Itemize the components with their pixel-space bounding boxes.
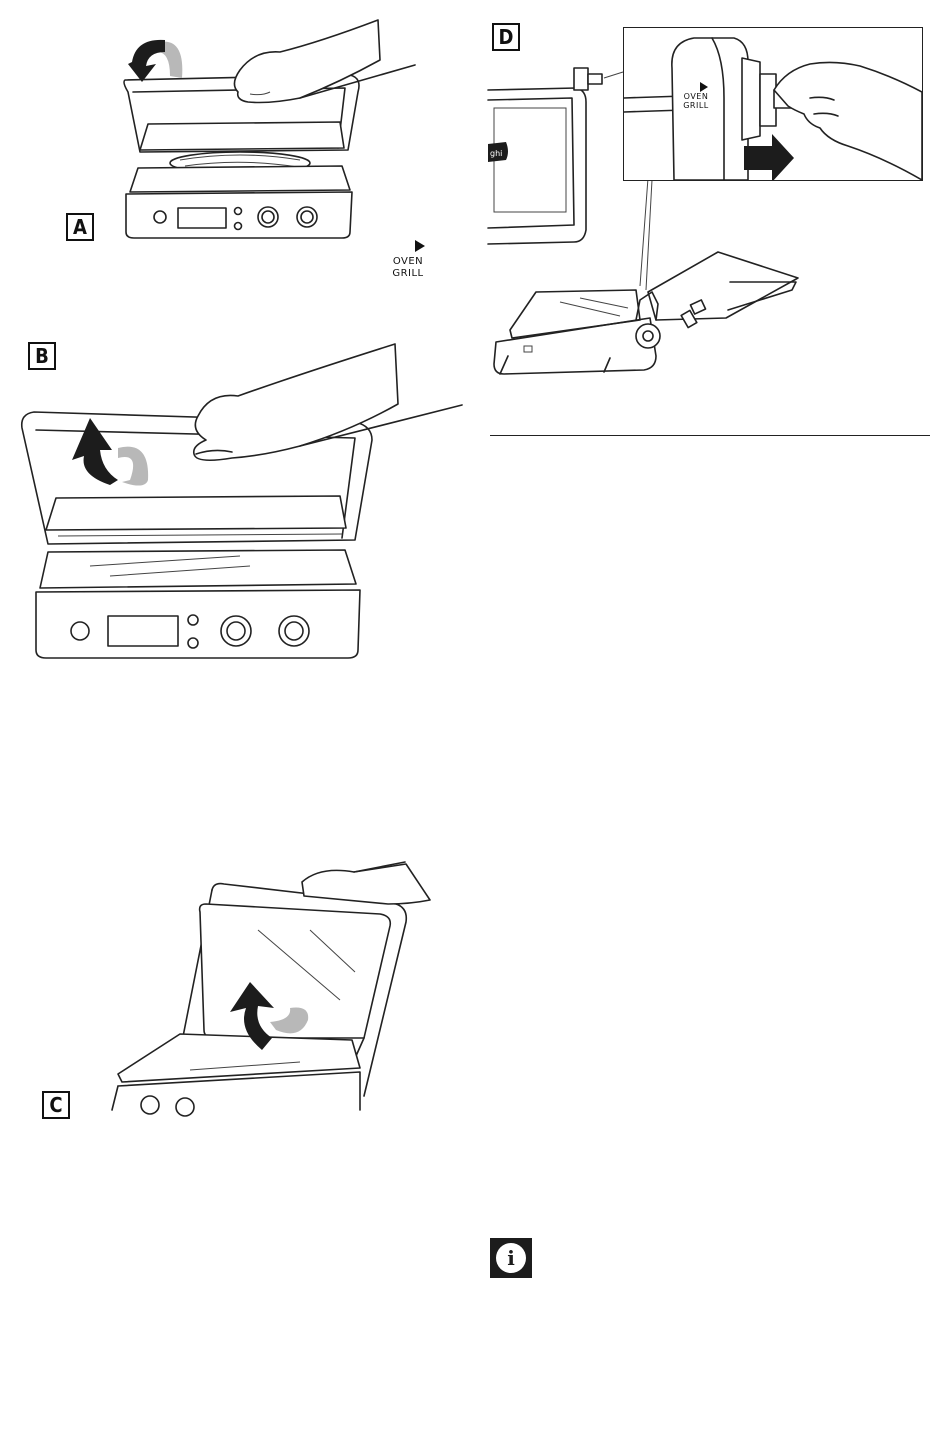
grill-opening-illustration xyxy=(0,330,470,670)
figure-b-label: B xyxy=(28,342,56,370)
detail-grill-label: GRILL xyxy=(678,101,714,110)
info-glyph: i xyxy=(496,1243,526,1273)
play-triangle-icon xyxy=(414,240,426,252)
figure-b: B xyxy=(0,330,470,670)
svg-text:ghi: ghi xyxy=(490,149,502,158)
section-divider xyxy=(490,435,930,436)
figure-c-label: C xyxy=(42,1091,70,1119)
oven-grill-indicator: OVEN GRILL xyxy=(386,240,430,286)
figure-c: C xyxy=(0,860,470,1120)
info-icon: i xyxy=(490,1238,532,1278)
figure-a-label: A xyxy=(66,213,94,241)
figure-d-label: D xyxy=(492,23,520,51)
detail-oven-label: OVEN xyxy=(678,92,714,101)
plate-removal-illustration xyxy=(0,860,470,1120)
figure-d: ghi D xyxy=(480,20,940,390)
detail-oven-grill-text: OVEN GRILL xyxy=(678,92,714,110)
knob-detail-illustration xyxy=(624,28,922,180)
detail-inset: OVEN GRILL xyxy=(623,27,923,181)
oven-label: OVEN xyxy=(386,256,430,268)
grill-label: GRILL xyxy=(386,268,430,280)
oven-grill-text: OVEN GRILL xyxy=(386,256,430,280)
